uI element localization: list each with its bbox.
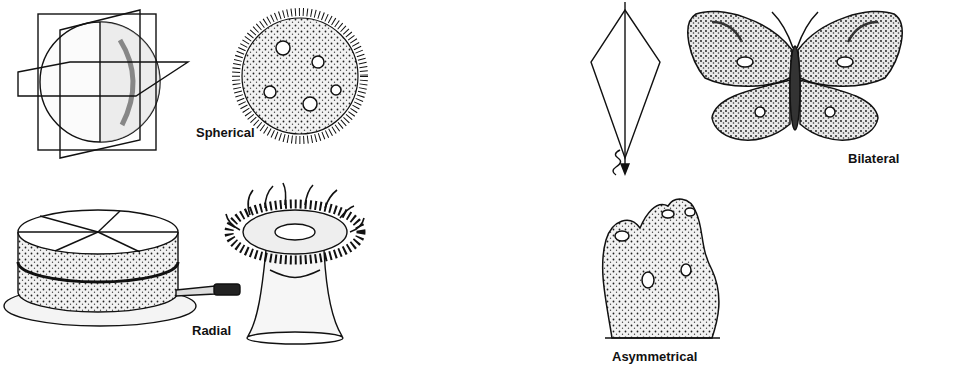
anemone-figure bbox=[226, 183, 364, 344]
symmetry-label: Radial bbox=[192, 324, 231, 338]
volvox-figure bbox=[236, 12, 364, 140]
kite-figure bbox=[591, 2, 660, 175]
cake-figure bbox=[4, 210, 240, 326]
sphere-planes bbox=[18, 10, 188, 158]
symmetry-label: Spherical bbox=[196, 126, 255, 140]
symmetry-label: Asymmetrical bbox=[612, 350, 697, 364]
sponge-figure bbox=[603, 199, 720, 338]
symmetry-label: Bilateral bbox=[848, 152, 899, 166]
butterfly-figure bbox=[688, 11, 902, 140]
